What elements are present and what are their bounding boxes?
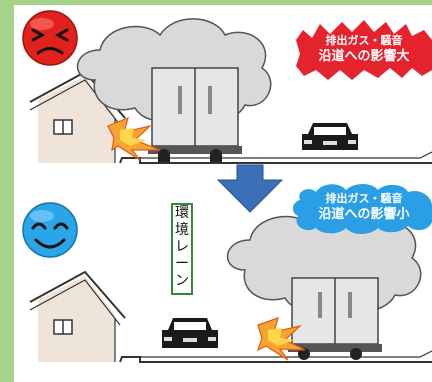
car-bottom [162, 318, 218, 348]
impact-label-small-line1: 排出ガス・騒音 [325, 192, 403, 205]
environment-lane-sign: 環 境 レ ー ン [171, 203, 193, 295]
impact-label-large: 排出ガス・騒音 沿道への影響大 [296, 28, 432, 68]
car-top [302, 123, 358, 150]
truck-bottom [288, 277, 382, 360]
impact-label-small: 排出ガス・騒音 沿道への影響小 [296, 186, 432, 226]
house-bottom [29, 270, 126, 362]
road-bottom [119, 350, 432, 363]
impact-label-small-line2: 沿道への影響小 [318, 207, 410, 222]
exhaust-flash-bottom [256, 317, 306, 361]
angry-face-icon [22, 10, 78, 66]
left-green-border [0, 0, 14, 382]
top-green-border [0, 0, 432, 5]
impact-label-large-line1: 排出ガス・騒音 [325, 34, 403, 47]
impact-badge-large [296, 20, 432, 80]
house-top [29, 70, 126, 163]
exhaust-flash-top [107, 116, 161, 161]
down-arrow-icon [216, 164, 284, 213]
impact-badge-small [292, 184, 432, 234]
road-top [119, 151, 432, 164]
lane-sign-char: ー [175, 256, 189, 272]
truck-top [148, 67, 242, 162]
lane-sign-char: 環 [175, 205, 189, 221]
lane-sign-char: 境 [175, 222, 189, 238]
lane-sign-char: レ [175, 239, 189, 255]
lane-sign-char: ン [175, 273, 189, 289]
impact-label-large-line2: 沿道への影響大 [318, 49, 410, 64]
smiling-face-icon [22, 202, 78, 258]
